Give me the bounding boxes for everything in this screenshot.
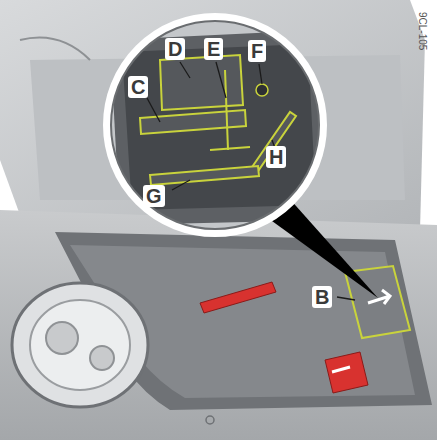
callout-letter: E	[204, 38, 223, 60]
callout-letter: F	[248, 40, 266, 62]
callout-letter: B	[312, 286, 332, 308]
callout-letter: D	[165, 38, 185, 60]
figure-code: 9CL-105	[417, 12, 428, 50]
callout-letter: G	[143, 185, 165, 207]
callout-letter: H	[266, 146, 286, 168]
callout-letter: C	[128, 76, 148, 98]
